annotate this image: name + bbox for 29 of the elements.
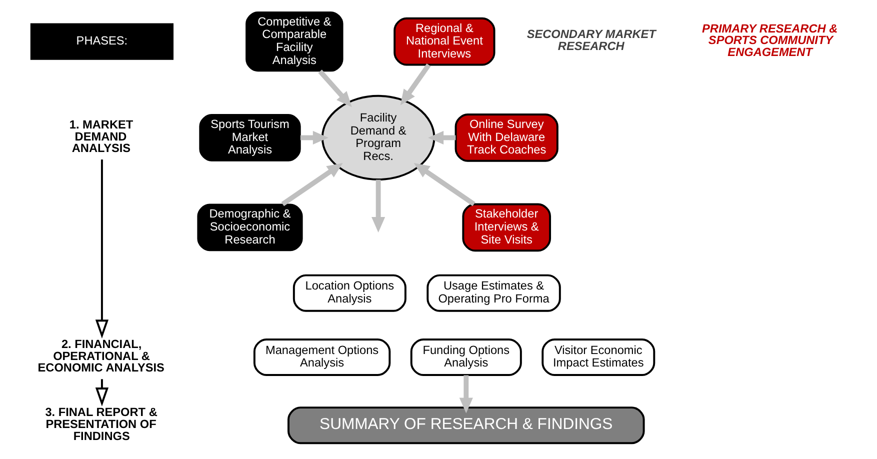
arrow: [94, 379, 108, 406]
node-ellipse: Facility Demand & Program Recs.: [320, 94, 435, 180]
arrow: [413, 163, 475, 206]
node-box: SUMMARY OF RESEARCH & FINDINGS: [287, 406, 644, 444]
node-box: Regional & National Event Interviews: [393, 17, 495, 66]
node-box: PHASES:: [30, 23, 173, 60]
node-text: 2. FINANCIAL, OPERATIONAL & ECONOMIC ANALYSIS: [37, 336, 164, 375]
arrow: [300, 130, 328, 145]
node-box: Visitor Economic Impact Estimates: [541, 338, 655, 376]
node-text: 3. FINAL REPORT & PRESENTATION OF FINDINGS: [44, 405, 157, 443]
node-box: Funding Options Analysis: [410, 338, 522, 376]
label: PRIMARY RESEARCH & SPORTS COMMUNITY ENGAGEMENT: [702, 21, 838, 59]
arrow: [400, 63, 430, 106]
node-box: Management Options Analysis: [252, 338, 390, 376]
node-box: Location Options Analysis: [292, 274, 406, 312]
arrow: [318, 70, 352, 108]
node-text: 1. MARKET DEMAND ANALYSIS: [68, 117, 133, 156]
node-box: Sports Tourism Market Analysis: [198, 114, 300, 162]
label: SECONDARY MARKET RESEARCH: [526, 27, 656, 54]
arrow: [458, 375, 472, 414]
arrow: [428, 130, 456, 145]
node-box: Usage Estimates & Operating Pro Forma: [426, 274, 560, 312]
arrow: [94, 160, 108, 338]
arrow: [280, 163, 342, 206]
arrow: [371, 180, 385, 233]
node-box: Competitive & Comparable Facility Analysis: [245, 11, 343, 72]
node-box: Online Survey With Delaware Track Coaches: [454, 114, 558, 162]
node-box: Demographic & Socioeconomic Research: [196, 204, 302, 252]
node-box: Stakeholder Interviews & Site Visits: [462, 203, 551, 252]
